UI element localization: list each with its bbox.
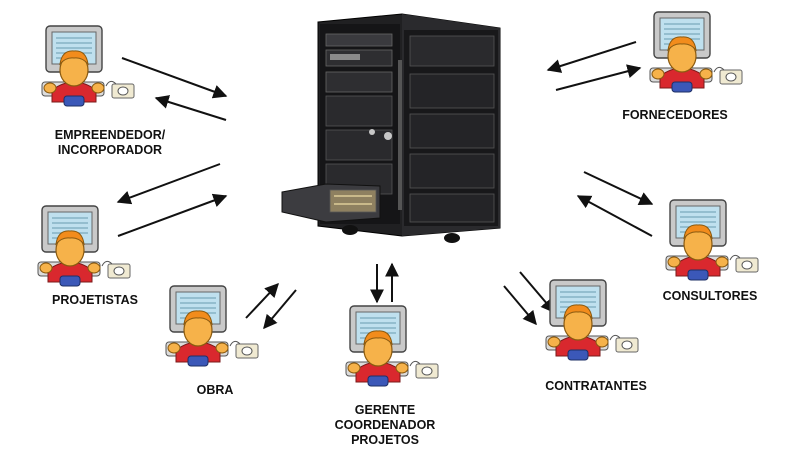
arrow-obra-out: [245, 282, 279, 319]
label-consultores: CONSULTORES: [662, 289, 758, 303]
label-contratantes: CONTRATANTES: [545, 379, 647, 393]
label-projetistas: PROJETISTAS: [52, 293, 138, 307]
label-fornecedores: FORNECEDORES: [622, 108, 728, 122]
arrow-obra-in: [263, 289, 297, 330]
arrow-fornecedores-in: [546, 41, 637, 73]
arrow-contratantes-out: [503, 285, 537, 326]
person-empreendedor-icon: [41, 25, 135, 107]
arrow-empreendedor-in: [154, 95, 227, 121]
label-gerente: GERENTE COORDENADOR PROJETOS: [334, 403, 436, 447]
person-consultores-icon: [665, 199, 759, 281]
arrow-empreendedor-out: [121, 57, 228, 99]
person-contratantes-icon: [545, 279, 639, 361]
person-fornecedores-icon: [649, 11, 743, 93]
person-obra-icon: [165, 285, 259, 367]
label-obra: OBRA: [196, 383, 234, 397]
arrow-projetistas-out: [117, 193, 228, 237]
arrow-consultores-in: [576, 195, 653, 237]
label-empreendedor: EMPREENDEDOR/ INCORPORADOR: [54, 128, 166, 157]
person-gerente-icon: [345, 305, 439, 387]
connection-arrows: [116, 41, 654, 330]
person-projetistas-icon: [37, 205, 131, 287]
arrow-consultores-out: [583, 171, 654, 205]
arrow-fornecedores-out: [555, 64, 642, 91]
arrow-projetistas-in: [116, 163, 221, 205]
server-rack: [281, 13, 501, 243]
arrow-contratantes-in: [519, 271, 555, 314]
